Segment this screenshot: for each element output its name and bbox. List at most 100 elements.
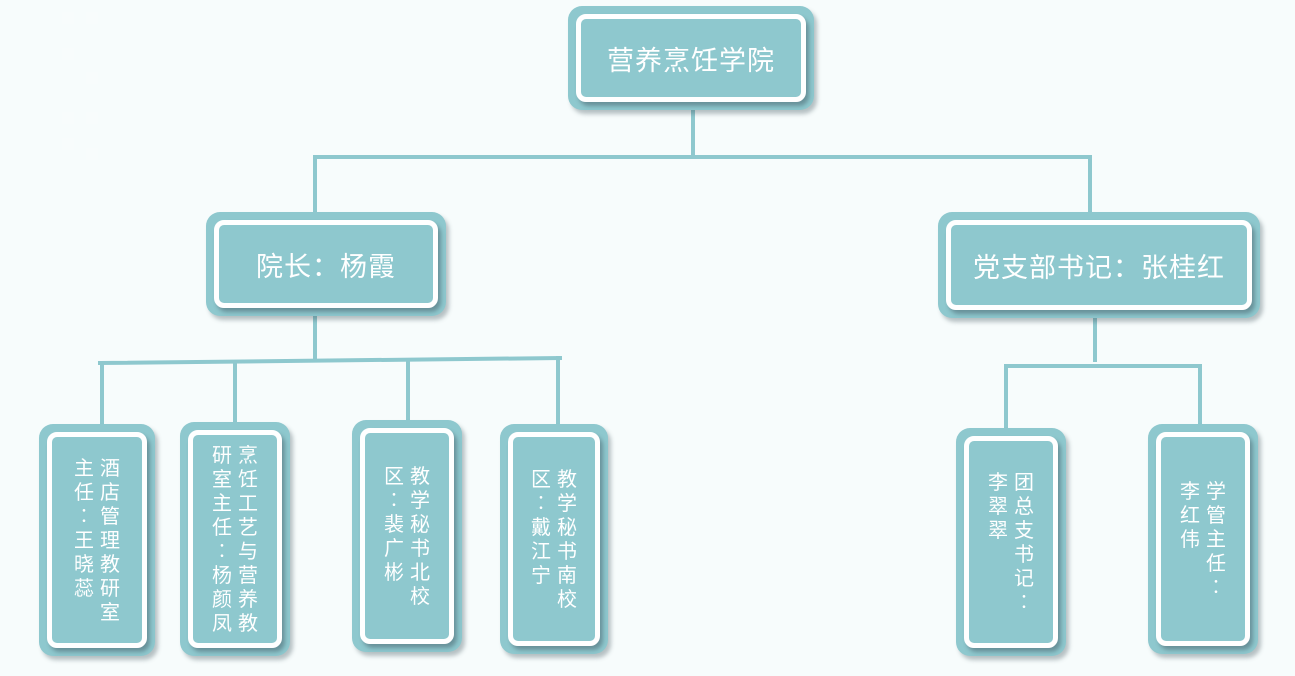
vertical-char: 李: [1180, 479, 1200, 503]
vertical-char: 凤: [212, 611, 232, 635]
vertical-text: 教学秘书北校 区︰裴广彬: [383, 464, 431, 608]
vertical-char: 南: [557, 563, 577, 587]
vertical-char: 主: [212, 491, 232, 515]
vertical-char: ︰: [212, 539, 232, 563]
vertical-char: 李: [988, 470, 1008, 494]
vertical-char: 主: [1206, 527, 1226, 551]
vertical-char: 红: [1180, 503, 1200, 527]
vertical-char: 研: [100, 576, 120, 600]
vertical-char: 宁: [531, 563, 551, 587]
text-column: 研室主任︰杨颜凤: [211, 443, 233, 635]
vertical-char: 校: [557, 587, 577, 611]
vertical-char: 管: [100, 504, 120, 528]
north-campus-secretary-node: 教学秘书北校 区︰裴广彬: [352, 420, 462, 652]
vertical-char: 伟: [1180, 527, 1200, 551]
party-secretary-node: 党支部书记：张桂红: [938, 212, 1260, 318]
vertical-char: 裴: [384, 512, 404, 536]
text-column: 酒店管理教研室: [99, 456, 121, 624]
vertical-char: 记: [1014, 566, 1034, 590]
text-column: 烹饪工艺与营养教: [237, 443, 259, 635]
vertical-char: 书: [410, 536, 430, 560]
south-campus-secretary-node: 教学秘书南校 区︰戴江宁: [500, 424, 608, 654]
vertical-char: 教: [410, 464, 430, 488]
vertical-char: 管: [1206, 503, 1226, 527]
vertical-char: 蕊: [74, 576, 94, 600]
text-column: 区︰戴江宁: [530, 467, 552, 587]
vertical-char: 酒: [100, 456, 120, 480]
dean-node: 院长：杨霞: [206, 212, 446, 316]
vertical-char: 室: [212, 467, 232, 491]
vertical-char: ︰: [1206, 575, 1226, 599]
vertical-char: 学: [410, 488, 430, 512]
text-column: 李红伟: [1179, 479, 1201, 551]
vertical-text: 烹饪工艺与营养教 研室主任︰杨颜凤: [211, 443, 259, 635]
vertical-char: 营: [238, 563, 258, 587]
vertical-char: ︰: [74, 504, 94, 528]
vertical-char: 支: [1014, 518, 1034, 542]
dean-label: 院长：杨霞: [256, 251, 396, 283]
text-column: 李翠翠: [987, 470, 1009, 542]
vertical-char: 书: [1014, 542, 1034, 566]
vertical-char: 教: [100, 552, 120, 576]
vertical-char: 王: [74, 528, 94, 552]
league-secretary-node: 团总支书记︰ 李翠翠: [956, 428, 1066, 656]
vertical-char: 团: [1014, 470, 1034, 494]
vertical-text: 团总支书记︰ 李翠翠: [987, 470, 1035, 614]
vertical-char: 养: [238, 587, 258, 611]
vertical-text: 学管主任︰ 李红伟: [1179, 479, 1227, 599]
root-node: 营养烹饪学院: [568, 6, 814, 110]
text-column: 团总支书记︰: [1013, 470, 1035, 614]
vertical-char: 广: [384, 536, 404, 560]
vertical-char: ︰: [531, 491, 551, 515]
vertical-char: 学: [1206, 479, 1226, 503]
vertical-char: 研: [212, 443, 232, 467]
vertical-char: 书: [557, 539, 577, 563]
vertical-char: 区: [531, 467, 551, 491]
vertical-char: 工: [238, 491, 258, 515]
vertical-char: 主: [74, 456, 94, 480]
vertical-char: 戴: [531, 515, 551, 539]
vertical-char: 理: [100, 528, 120, 552]
vertical-char: 江: [531, 539, 551, 563]
vertical-char: 翠: [988, 518, 1008, 542]
vertical-char: 烹: [238, 443, 258, 467]
vertical-char: 校: [410, 584, 430, 608]
vertical-char: 店: [100, 480, 120, 504]
hotel-management-node: 酒店管理教研室 主任︰王晓蕊: [39, 424, 155, 656]
connector-dean-bar: [97, 355, 563, 366]
text-column: 区︰裴广彬: [383, 464, 405, 584]
vertical-text: 酒店管理教研室 主任︰王晓蕊: [73, 456, 121, 624]
vertical-char: 翠: [988, 494, 1008, 518]
vertical-char: 杨: [212, 563, 232, 587]
vertical-char: 北: [410, 560, 430, 584]
ghost-artifact: [58, 8, 110, 168]
vertical-char: 秘: [557, 515, 577, 539]
text-column: 教学秘书南校: [556, 467, 578, 611]
vertical-char: ︰: [1014, 590, 1034, 614]
text-column: 主任︰王晓蕊: [73, 456, 95, 600]
root-title: 营养烹饪学院: [607, 45, 775, 77]
vertical-char: 与: [238, 539, 258, 563]
vertical-char: 总: [1014, 494, 1034, 518]
text-column: 学管主任︰: [1205, 479, 1227, 599]
vertical-char: 任: [212, 515, 232, 539]
student-affairs-node: 学管主任︰ 李红伟: [1148, 424, 1258, 654]
vertical-char: 秘: [410, 512, 430, 536]
vertical-char: 学: [557, 491, 577, 515]
vertical-char: 晓: [74, 552, 94, 576]
vertical-char: 教: [557, 467, 577, 491]
vertical-char: 颜: [212, 587, 232, 611]
vertical-char: 区: [384, 464, 404, 488]
vertical-char: 彬: [384, 560, 404, 584]
vertical-char: ︰: [384, 488, 404, 512]
cooking-nutrition-node: 烹饪工艺与营养教 研室主任︰杨颜凤: [180, 422, 290, 656]
vertical-text: 教学秘书南校 区︰戴江宁: [530, 467, 578, 611]
vertical-char: 艺: [238, 515, 258, 539]
text-column: 教学秘书北校: [409, 464, 431, 608]
vertical-char: 教: [238, 611, 258, 635]
vertical-char: 任: [74, 480, 94, 504]
party-secretary-label: 党支部书记：张桂红: [973, 252, 1225, 284]
vertical-char: 室: [100, 600, 120, 624]
vertical-char: 饪: [238, 467, 258, 491]
